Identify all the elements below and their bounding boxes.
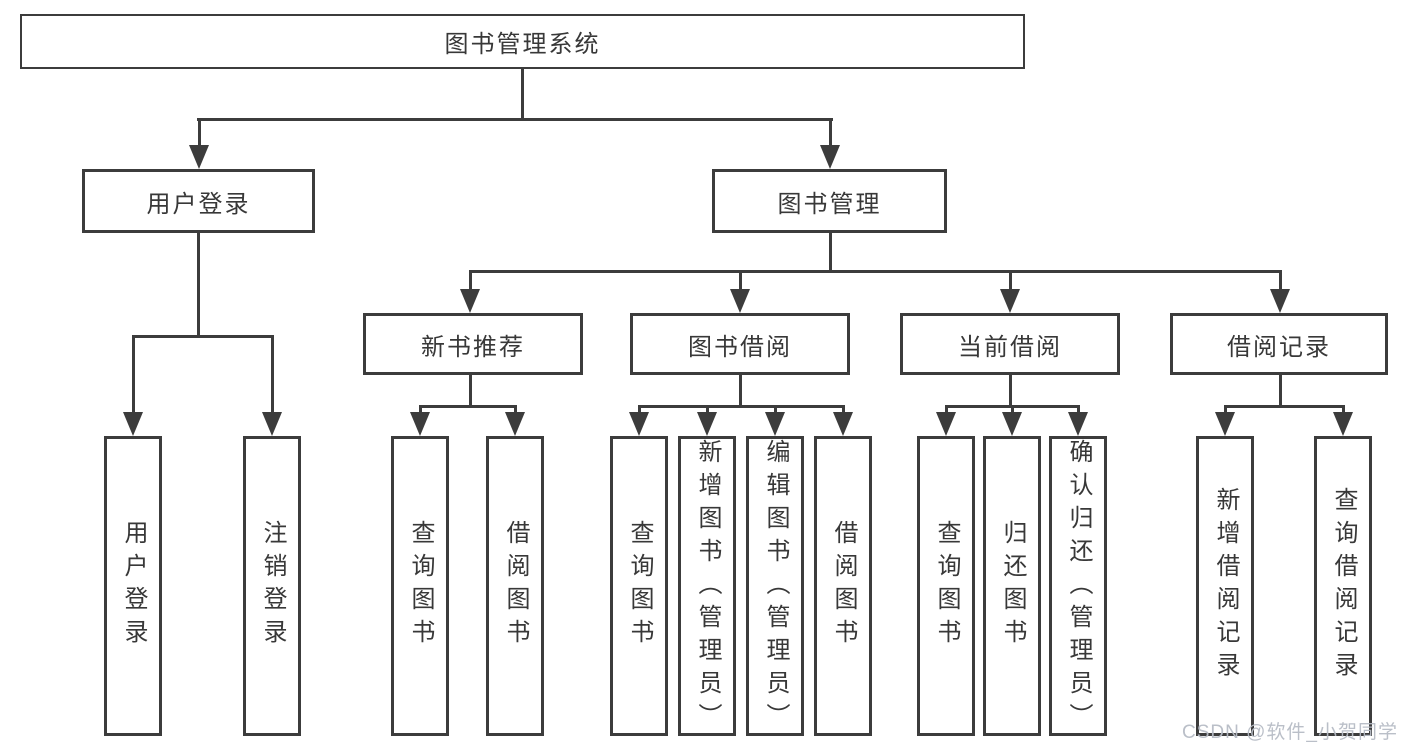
connector-line [419, 405, 517, 408]
connector-line [132, 335, 274, 338]
connector-line [271, 335, 274, 417]
arrow-down-icon [1002, 412, 1022, 436]
arrow-down-icon [460, 289, 480, 313]
leaf-query-borrow-record: 查询借阅记录 [1314, 436, 1372, 736]
leaf-user-login: 用户登录 [104, 436, 162, 736]
arrow-down-icon [262, 412, 282, 436]
arrow-down-icon [730, 289, 750, 313]
node-current-borrow: 当前借阅 [900, 313, 1120, 375]
arrow-down-icon [189, 145, 209, 169]
node-borrow-record: 借阅记录 [1170, 313, 1388, 375]
connector-line [469, 270, 472, 295]
leaf-add-borrow-record: 新增借阅记录 [1196, 436, 1254, 736]
node-user-login: 用户登录 [82, 169, 315, 233]
node-book-borrow: 图书借阅 [630, 313, 850, 375]
leaf-borrow-books: 借阅图书 [814, 436, 872, 736]
leaf-logout: 注销登录 [243, 436, 301, 736]
arrow-down-icon [936, 412, 956, 436]
arrow-down-icon [1333, 412, 1353, 436]
node-library-system: 图书管理系统 [20, 14, 1025, 69]
connector-line [739, 375, 742, 407]
connector-line [198, 118, 201, 152]
arrow-down-icon [820, 145, 840, 169]
leaf-query-books-current: 查询图书 [917, 436, 975, 736]
arrow-down-icon [1270, 289, 1290, 313]
leaf-confirm-return-admin: 确认归还（管理员） [1049, 436, 1107, 736]
node-book-management: 图书管理 [712, 169, 947, 233]
connector-line [1224, 405, 1344, 408]
arrow-down-icon [1000, 289, 1020, 313]
node-new-book-recommend: 新书推荐 [363, 313, 583, 375]
connector-line [521, 69, 524, 121]
connector-line [739, 270, 742, 295]
connector-line [469, 270, 1282, 273]
leaf-borrow-books-newrec: 借阅图书 [486, 436, 544, 736]
leaf-return-books: 归还图书 [983, 436, 1041, 736]
arrow-down-icon [765, 412, 785, 436]
connector-line [469, 375, 472, 407]
arrow-down-icon [833, 412, 853, 436]
arrow-down-icon [410, 412, 430, 436]
arrow-down-icon [629, 412, 649, 436]
arrow-down-icon [1215, 412, 1235, 436]
connector-line [132, 335, 135, 417]
arrow-down-icon [697, 412, 717, 436]
connector-line [197, 232, 200, 337]
connector-line [1279, 270, 1282, 295]
leaf-add-book-admin: 新增图书（管理员） [678, 436, 736, 736]
leaf-query-books-newrec: 查询图书 [391, 436, 449, 736]
csdn-watermark: CSDN @软件_小贺同学 [1182, 722, 1398, 743]
arrow-down-icon [123, 412, 143, 436]
arrow-down-icon [1068, 412, 1088, 436]
connector-line [1009, 375, 1012, 407]
connector-line [1279, 375, 1282, 407]
connector-line [829, 232, 832, 272]
leaf-edit-book-admin: 编辑图书（管理员） [746, 436, 804, 736]
leaf-query-books-borrow: 查询图书 [610, 436, 668, 736]
connector-line [1009, 270, 1012, 295]
connector-line [829, 118, 832, 152]
connector-line [197, 118, 833, 121]
connector-line [638, 405, 844, 408]
arrow-down-icon [505, 412, 525, 436]
